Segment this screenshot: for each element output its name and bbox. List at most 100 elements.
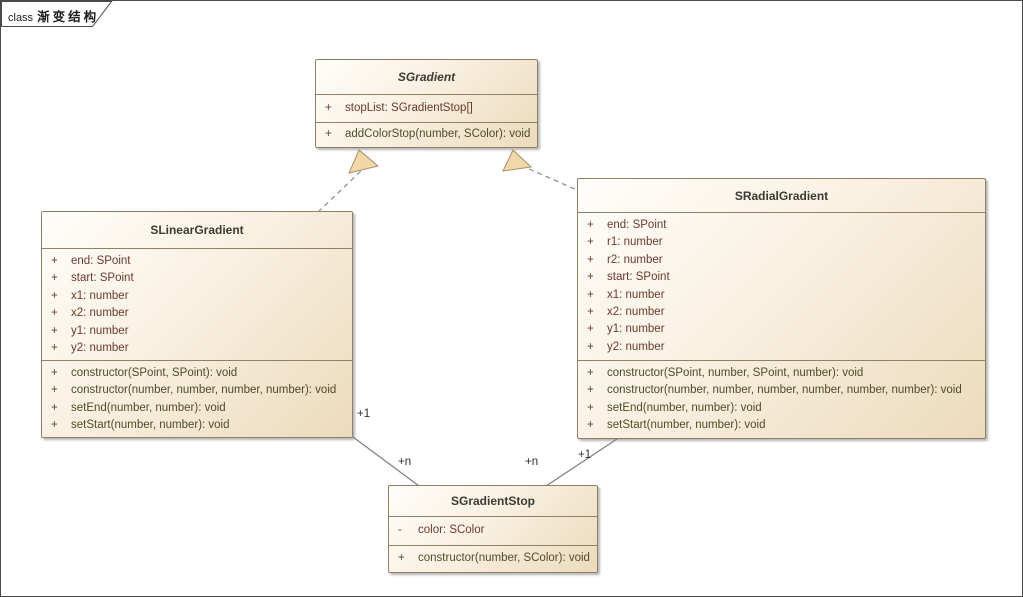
class-box-sgradientstop[interactable]: SGradientStop - color: SColor + construc… [388,485,598,573]
method-row: + constructor(number, number, number, nu… [578,382,985,399]
class-name-header: SGradientStop [389,486,597,517]
method-row: + setEnd(number, number): void [42,400,352,417]
visibility-marker: - [398,524,402,537]
visibility-marker: + [587,306,594,319]
method-text: addColorStop(number, SColor): void [345,128,531,141]
attribute-text: end: SPoint [71,255,131,267]
method-compartment: + addColorStop(number, SColor): void [316,122,537,147]
attribute-row: + y2: number [42,340,352,357]
attribute-text: y1: number [607,323,665,336]
visibility-marker: + [587,367,594,379]
generalization-radial-arrowhead [502,149,533,172]
method-row: + constructor(number, SColor): void [389,550,597,567]
diagram-title: 渐变结构 [37,10,100,24]
class-box-sgradient[interactable]: SGradient + stopList: SGradientStop[] + … [315,59,538,148]
method-text: constructor(number, number, number, numb… [607,384,962,397]
attribute-text: color: SColor [418,524,485,537]
multiplicity-label: +1 [578,449,592,461]
generalization-linear-arrowhead [348,149,380,174]
multiplicity-label: +n [525,456,539,468]
attribute-text: x1: number [71,289,129,302]
visibility-marker: + [51,419,58,432]
generalization-radial-to-gradient-line[interactable] [528,168,578,191]
attribute-text: stopList: SGradientStop[] [345,101,473,114]
generalization-linear-to-gradient-line[interactable] [317,170,362,213]
visibility-marker: + [587,340,594,353]
association-radial-to-stop-line[interactable] [545,438,618,487]
visibility-marker: + [51,272,58,285]
visibility-marker: + [325,101,332,114]
visibility-marker: + [587,384,594,397]
visibility-marker: + [587,236,594,249]
method-compartment: + constructor(SPoint, number, SPoint, nu… [578,360,985,438]
method-text: setEnd(number, number): void [607,401,762,414]
class-name-header: SLinearGradient [42,212,352,249]
attribute-text: x1: number [607,288,665,301]
attribute-row: + x2: number [578,304,985,321]
attribute-compartment: + stopList: SGradientStop[] [316,95,537,122]
method-compartment: + constructor(number, SColor): void [389,545,597,572]
attribute-compartment: - color: SColor [389,517,597,545]
class-name-header: SGradient [316,60,537,95]
multiplicity-label: +n [398,456,412,468]
multiplicity-label: +1 [357,408,371,420]
method-text: constructor(SPoint, number, SPoint, numb… [607,367,864,379]
attribute-compartment: + end: SPoint + start: SPoint + x1: numb… [42,249,352,360]
method-row: + setEnd(number, number): void [578,400,985,417]
attribute-text: y2: number [607,340,665,353]
attribute-row: + r2: number [578,252,985,269]
attribute-row: + x1: number [42,288,352,305]
visibility-marker: + [587,219,594,231]
visibility-marker: + [51,367,58,379]
visibility-marker: + [587,323,594,336]
method-text: constructor(number, number, number, numb… [71,384,337,397]
visibility-marker: + [51,307,58,320]
visibility-marker: + [51,401,58,414]
attribute-text: y1: number [71,324,129,337]
visibility-marker: + [398,552,405,565]
attribute-row: + r1: number [578,234,985,251]
class-box-slineargradient[interactable]: SLinearGradient + end: SPoint + start: S… [41,211,353,438]
visibility-marker: + [51,289,58,302]
method-text: constructor(SPoint, SPoint): void [71,367,238,379]
visibility-marker: + [51,384,58,397]
visibility-marker: + [587,288,594,301]
method-text: setStart(number, number): void [71,419,230,432]
method-row: + addColorStop(number, SColor): void [316,126,537,143]
attribute-row: + start: SPoint [42,270,352,287]
frame-tab-shape [1,1,113,27]
method-row: + constructor(SPoint, SPoint): void [42,365,352,382]
visibility-marker: + [587,401,594,414]
visibility-marker: + [587,271,594,284]
attribute-row: + stopList: SGradientStop[] [316,100,537,117]
visibility-marker: + [587,419,594,432]
method-row: + constructor(SPoint, number, SPoint, nu… [578,365,985,382]
method-text: constructor(number, SColor): void [418,552,590,565]
method-compartment: + constructor(SPoint, SPoint): void + co… [42,360,352,437]
frame-kind-label: class [8,12,34,24]
class-box-sradialgradient[interactable]: SRadialGradient + end: SPoint + r1: numb… [577,178,986,439]
attribute-row: + y2: number [578,339,985,356]
visibility-marker: + [51,255,58,267]
method-row: + constructor(number, number, number, nu… [42,382,352,399]
attribute-text: start: SPoint [607,271,670,284]
attribute-row: + start: SPoint [578,269,985,286]
visibility-marker: + [51,342,58,355]
attribute-row: + y1: number [578,321,985,338]
attribute-text: end: SPoint [607,219,667,231]
visibility-marker: + [51,324,58,337]
attribute-text: x2: number [607,306,665,319]
attribute-text: start: SPoint [71,272,134,285]
visibility-marker: + [325,128,332,141]
attribute-text: r2: number [607,253,663,266]
method-row: + setStart(number, number): void [42,417,352,434]
attribute-text: r1: number [607,236,663,249]
attribute-row: + end: SPoint [578,217,985,234]
attribute-text: x2: number [71,307,129,320]
frame-tab-label: class 渐变结构 [8,6,99,25]
method-text: setStart(number, number): void [607,419,766,432]
class-name-header: SRadialGradient [578,179,985,213]
attribute-row: + x1: number [578,287,985,304]
method-text: setEnd(number, number): void [71,401,226,414]
